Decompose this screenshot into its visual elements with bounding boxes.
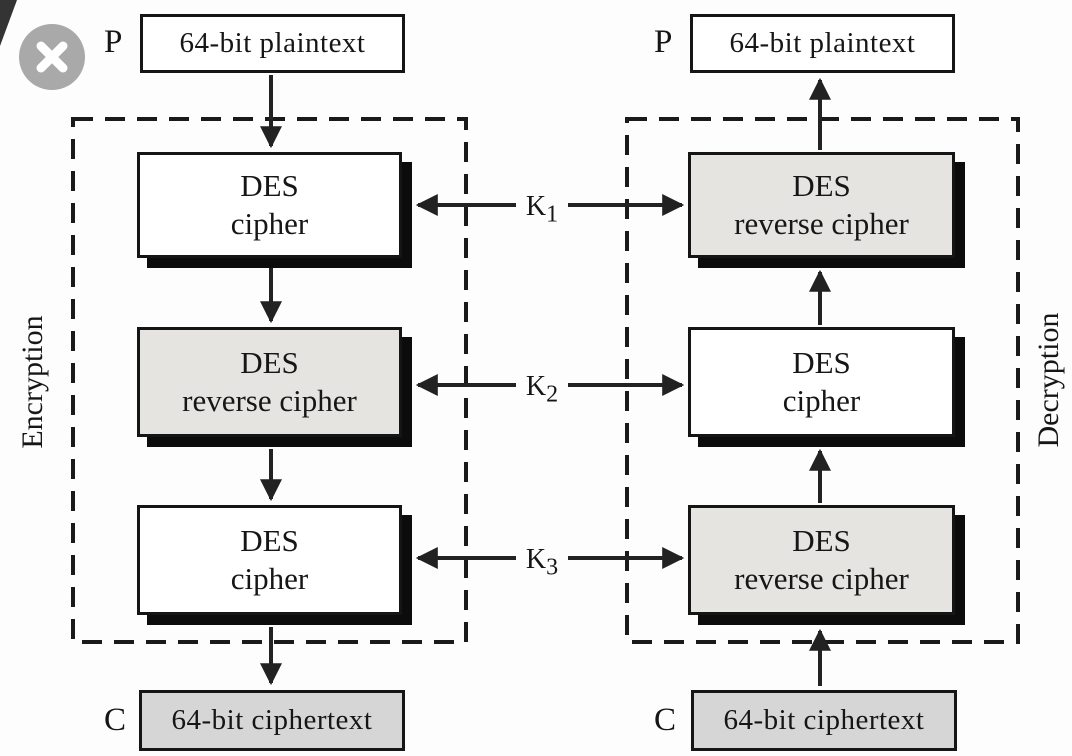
stage-line1: DES <box>792 345 851 381</box>
key-k3-label: K3 <box>521 544 563 580</box>
enc-ciphertext-label: C <box>104 702 127 738</box>
key-k3-base: K <box>525 544 547 575</box>
key-k2-base: K <box>525 371 547 402</box>
key-k3-subscript: 3 <box>546 554 559 581</box>
dec-stage-2-des-cipher: DES cipher <box>688 327 955 437</box>
key-k2-subscript: 2 <box>546 381 559 408</box>
close-icon <box>36 41 68 73</box>
key-k1-label: K1 <box>521 191 563 227</box>
dec-ciphertext-text: 64-bit ciphertext <box>723 704 925 736</box>
stage-line1: DES <box>792 168 851 204</box>
enc-plaintext-label: P <box>104 24 123 60</box>
dec-ciphertext-box: 64-bit ciphertext <box>691 690 957 751</box>
dec-plaintext-box: 64-bit plaintext <box>690 14 955 73</box>
dec-ciphertext-label: C <box>654 702 677 738</box>
stage-line2: reverse cipher <box>734 561 909 596</box>
stage-line1: DES <box>240 523 299 559</box>
stage-line1: DES <box>240 345 299 381</box>
enc-plaintext-text: 64-bit plaintext <box>179 27 366 59</box>
key-k1-subscript: 1 <box>546 201 559 228</box>
stage-line2: cipher <box>230 206 309 241</box>
dec-stage-3-des-reverse-cipher: DES reverse cipher <box>688 505 955 615</box>
stage-line2: reverse cipher <box>182 383 357 418</box>
corner-artifact <box>0 0 17 46</box>
enc-ciphertext-text: 64-bit ciphertext <box>171 704 373 736</box>
stage-line2: cipher <box>782 383 861 418</box>
enc-ciphertext-box: 64-bit ciphertext <box>139 690 405 751</box>
enc-plaintext-box: 64-bit plaintext <box>140 14 405 73</box>
encryption-section-label: Encryption <box>16 315 49 449</box>
dec-plaintext-text: 64-bit plaintext <box>729 27 916 59</box>
key-k2-label: K2 <box>521 371 563 407</box>
stage-line1: DES <box>792 523 851 559</box>
close-button[interactable] <box>19 24 85 90</box>
enc-stage-3-des-cipher: DES cipher <box>137 505 402 615</box>
dec-stage-1-des-reverse-cipher: DES reverse cipher <box>688 152 955 258</box>
stage-line1: DES <box>240 168 299 204</box>
decryption-section-label: Decryption <box>1032 312 1065 448</box>
stage-line2: reverse cipher <box>734 206 909 241</box>
decryption-boundary-dashed-box <box>625 117 1020 644</box>
key-k1-base: K <box>525 191 547 222</box>
enc-stage-2-des-reverse-cipher: DES reverse cipher <box>137 327 402 437</box>
enc-stage-1-des-cipher: DES cipher <box>137 152 402 258</box>
stage-line2: cipher <box>230 561 309 596</box>
dec-plaintext-label: P <box>654 24 673 60</box>
